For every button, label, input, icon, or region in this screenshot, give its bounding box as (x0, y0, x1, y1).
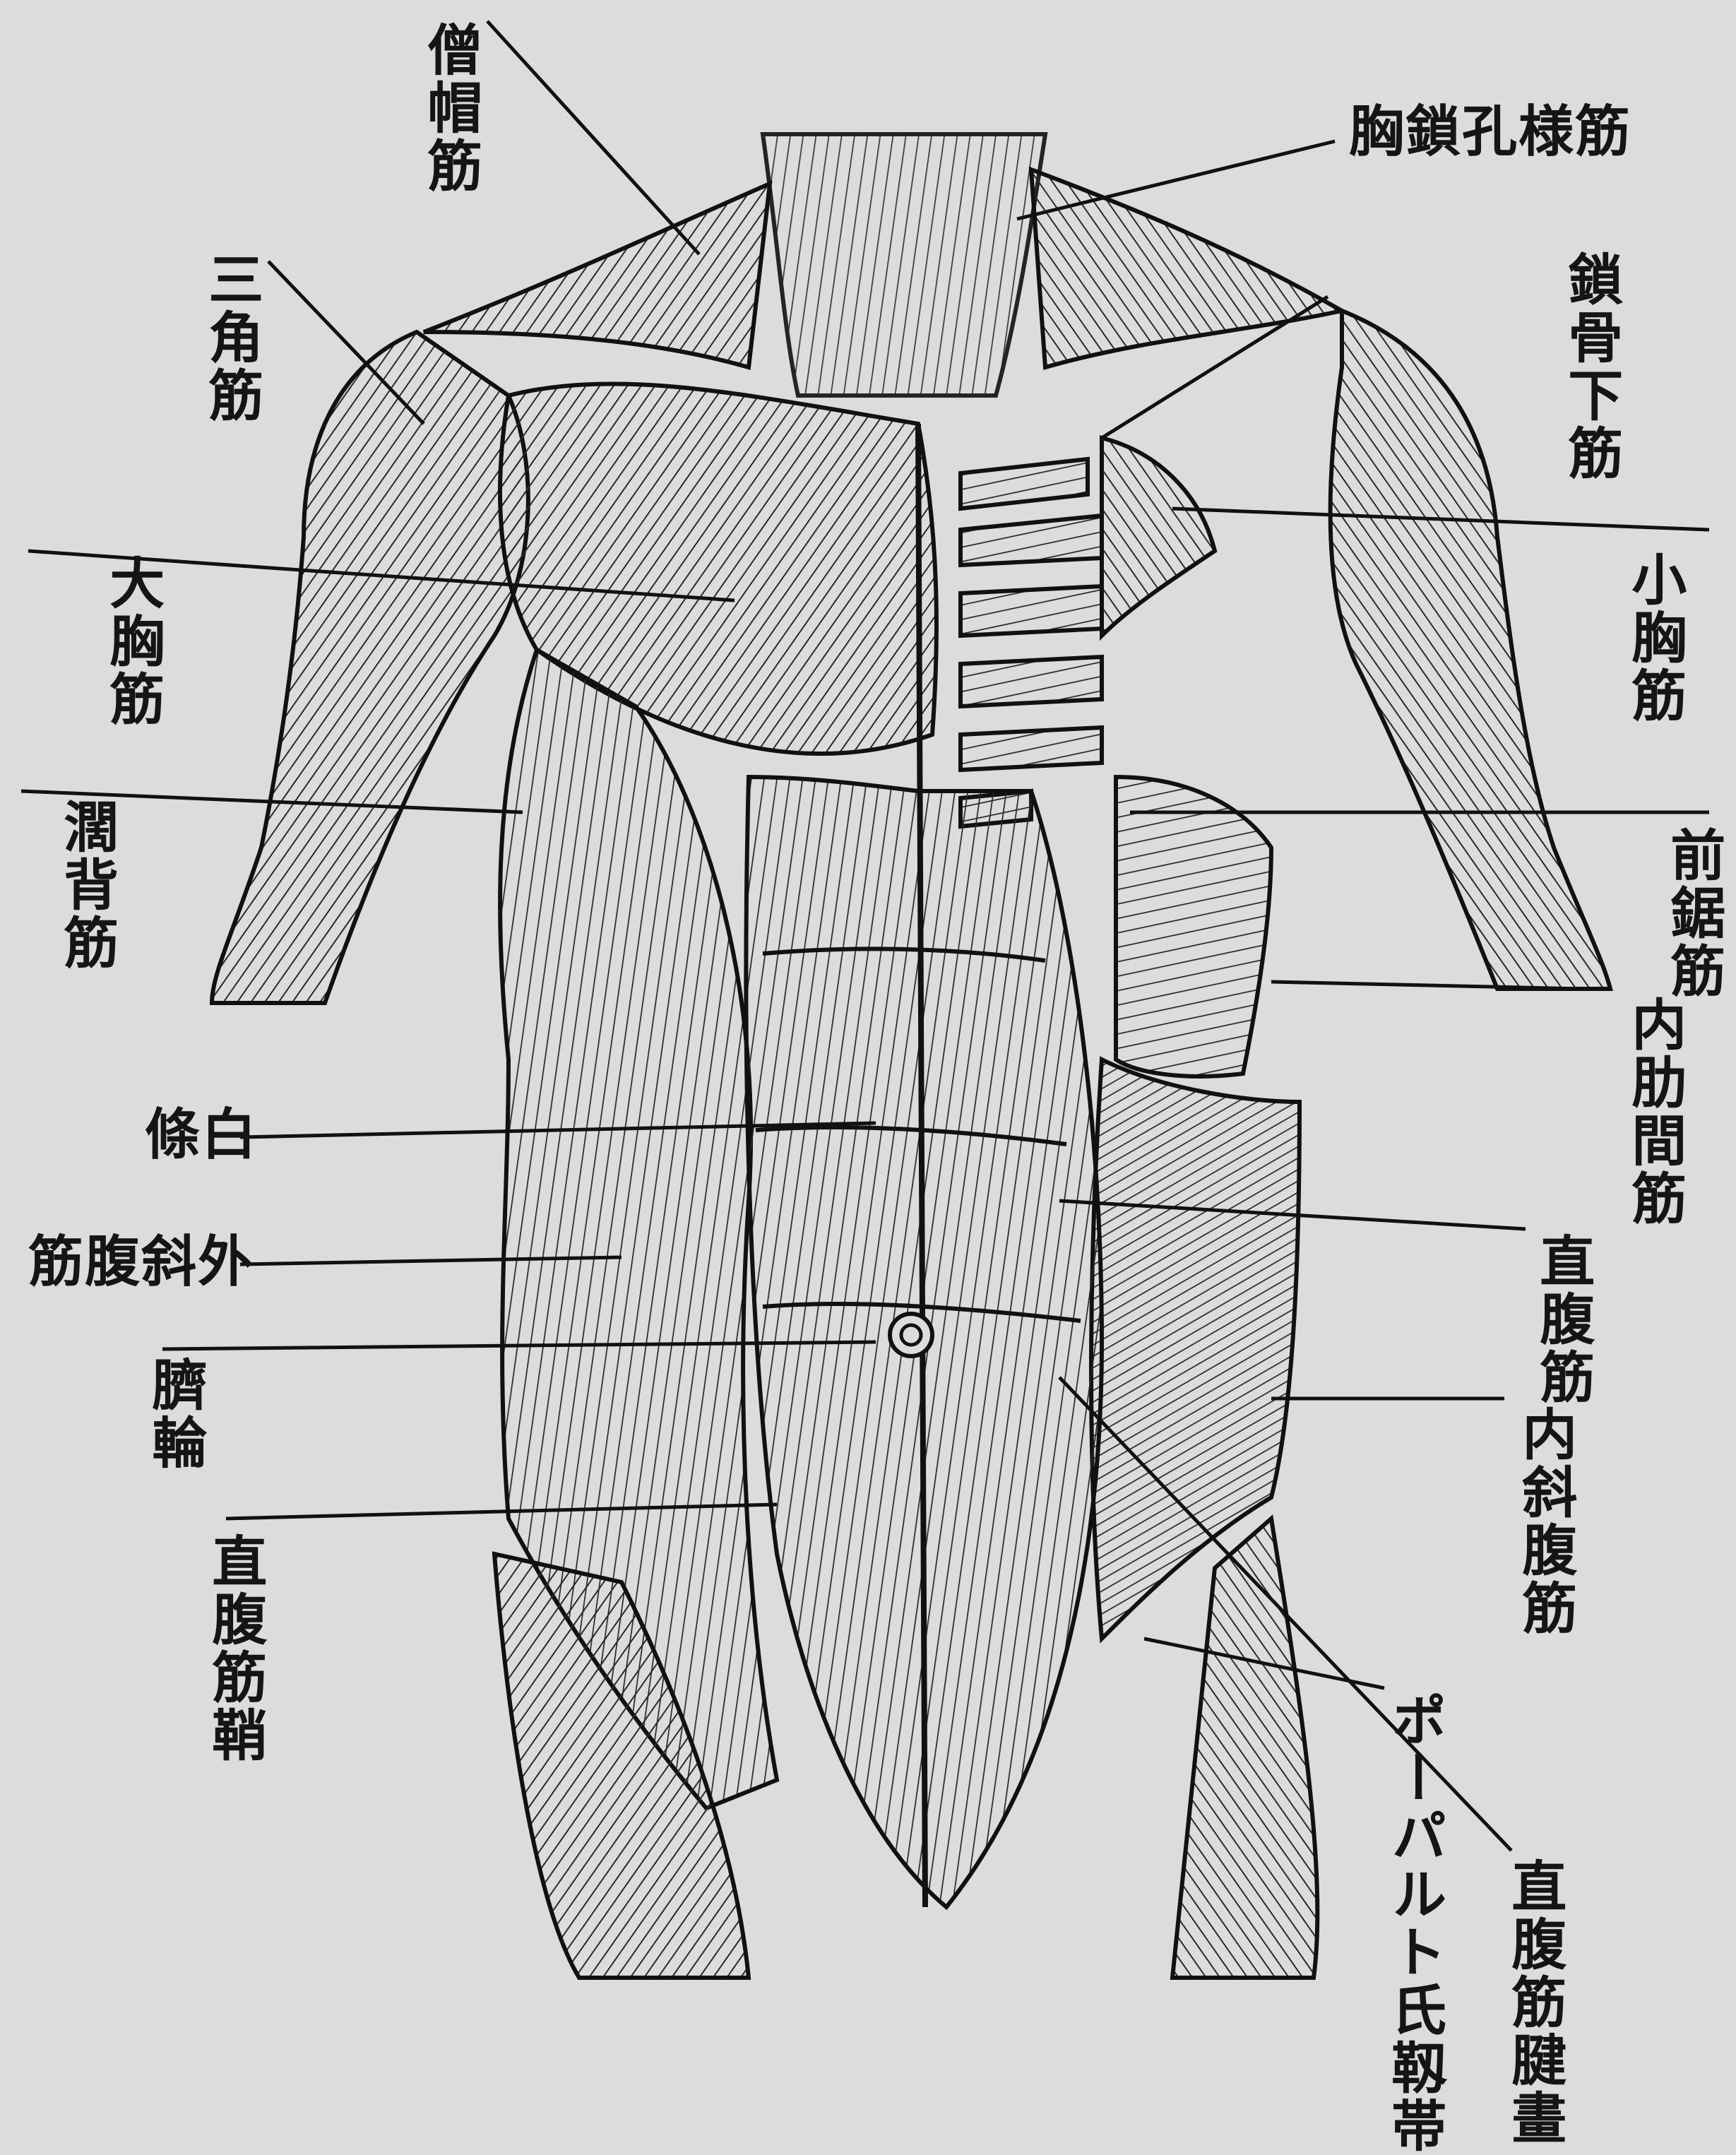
label-pectoralis-minor: 小胸筋 (1624, 551, 1684, 725)
label-internal-intercostal: 内肋間筋 (1624, 996, 1684, 1228)
label-deltoid: 三角筋 (201, 251, 261, 425)
thigh-right (1172, 1519, 1317, 1978)
label-rectus-tendinous-intersection: 直腹筋腱畫 (1504, 1858, 1564, 2147)
label-umbilical-ring: 臍輪 (145, 1356, 204, 1472)
ribs (961, 459, 1102, 826)
deltoid-left (212, 332, 528, 1003)
label-latissimus-dorsi: 濶背筋 (57, 798, 116, 972)
label-external-oblique: 筋腹斜外 (28, 1233, 254, 1292)
label-linea-alba: 條白 (145, 1105, 258, 1165)
neck (763, 134, 1045, 396)
label-subclavius: 鎖骨下筋 (1561, 251, 1620, 482)
label-internal-oblique: 内斜腹筋 (1515, 1406, 1574, 1637)
trapezius-left (424, 184, 770, 367)
label-poupart-ligament: ポーパルト氏靱帯 (1384, 1692, 1444, 2155)
label-rectus-sheath: 直腹筋鞘 (205, 1533, 264, 1764)
pectoralis-minor (1102, 438, 1215, 636)
trapezius-right (1031, 170, 1342, 367)
label-sternocleidomastoid: 胸鎖孔様筋 (1349, 102, 1631, 162)
umbilicus (890, 1314, 932, 1356)
serratus-anterior (1116, 777, 1271, 1076)
label-rectus-abdominis: 直腹筋 (1533, 1233, 1592, 1406)
label-trapezius: 僧帽筋 (420, 21, 480, 195)
label-serratus-anterior: 前鋸筋 (1663, 826, 1723, 1000)
label-pectoralis-major: 大胸筋 (102, 554, 162, 728)
